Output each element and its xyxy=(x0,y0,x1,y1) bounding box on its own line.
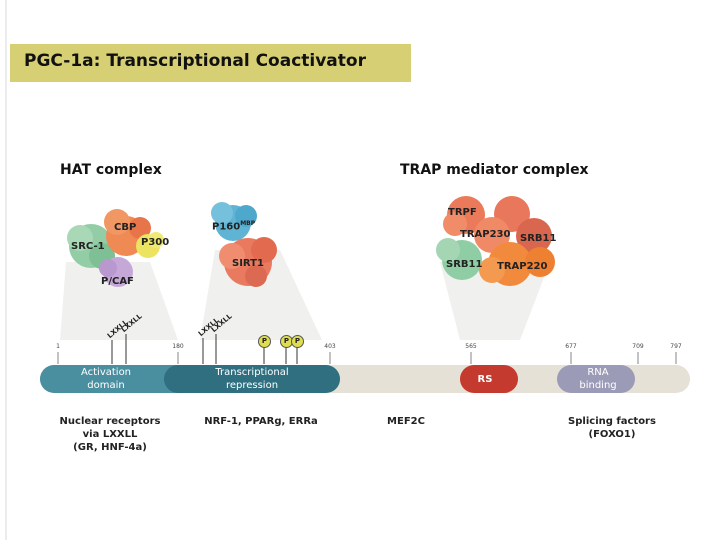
position-label: 677 xyxy=(565,343,577,350)
hat-complex-blobs xyxy=(67,209,164,287)
partner-nrf: NRF-1, PPARg, ERRa xyxy=(204,416,318,427)
phospho-ticks xyxy=(263,347,298,364)
label-sirt1: SIRT1 xyxy=(232,258,264,269)
position-label: 403 xyxy=(324,343,336,350)
domain-activation-line2: domain xyxy=(87,380,125,391)
position-ticks xyxy=(57,352,677,364)
label-mbp: MBP xyxy=(240,220,256,227)
motif-ticks xyxy=(111,334,217,364)
position-label: 1 xyxy=(56,343,60,350)
phospho-site-badge: P xyxy=(258,335,271,348)
domain-rna-label: RNA binding xyxy=(579,366,616,392)
trap-complex-label: TRAP mediator complex xyxy=(400,162,589,178)
domain-activation-label: Activation domain xyxy=(81,366,131,392)
label-cbp: CBP xyxy=(114,222,137,233)
position-label: 709 xyxy=(632,343,644,350)
hat-complex-label: HAT complex xyxy=(60,162,162,178)
domain-rs xyxy=(460,365,518,393)
label-pcaf: P/CAF xyxy=(101,276,134,287)
title-band xyxy=(10,44,411,82)
label-trpf: TRPF xyxy=(448,207,477,218)
position-label: 180 xyxy=(172,343,184,350)
repression-complex-blobs xyxy=(211,202,277,287)
label-src1: SRC-1 xyxy=(71,241,105,252)
domain-rna-line1: RNA xyxy=(587,367,609,378)
domain-repression xyxy=(164,365,340,393)
phospho-site-badge: P xyxy=(280,335,293,348)
domain-rna xyxy=(557,365,635,393)
domain-repression-line2: repression xyxy=(225,380,279,391)
label-trap230: TRAP230 xyxy=(460,229,511,240)
partner-splicing-factors: Splicing factors (FOXO1) xyxy=(568,415,656,441)
page-title: PGC-1a: Transcriptional Coactivator xyxy=(24,51,366,71)
partner-nuclear-receptors: Nuclear receptors via LXXLL (GR, HNF-4a) xyxy=(60,415,161,454)
partner-splicing-line2: (FOXO1) xyxy=(588,429,636,440)
domain-activation xyxy=(40,365,200,393)
label-p160: P160 xyxy=(212,221,241,233)
position-label: 797 xyxy=(670,343,682,350)
partner-nuclear-line2: via LXXLL xyxy=(82,429,138,440)
partner-splicing-line1: Splicing factors xyxy=(568,416,656,427)
domain-rna-line2: binding xyxy=(579,380,617,391)
partner-mef2c: MEF2C xyxy=(387,416,425,427)
domain-rs-label: RS xyxy=(477,374,493,385)
domain-activation-line1: Activation xyxy=(80,367,132,378)
label-trap220: TRAP220 xyxy=(497,261,548,272)
page-edge-rule xyxy=(5,0,7,540)
position-label: 565 xyxy=(465,343,477,350)
label-srb11-right: SRB11 xyxy=(520,233,557,244)
partner-nuclear-line1: Nuclear receptors xyxy=(59,416,161,427)
domain-repression-line1: Transcriptional xyxy=(215,367,289,378)
trap-complex-blobs xyxy=(436,196,555,286)
label-p300: P300 xyxy=(141,237,170,248)
label-srb11-left: SRB11 xyxy=(446,259,483,270)
domain-repression-label: Transcriptional repression xyxy=(215,366,288,392)
label-p160-mbp: P160MBP xyxy=(212,220,255,232)
phospho-site-badge: P xyxy=(291,335,304,348)
partner-nuclear-line3: (GR, HNF-4a) xyxy=(73,442,147,453)
hat-projection xyxy=(60,262,178,340)
